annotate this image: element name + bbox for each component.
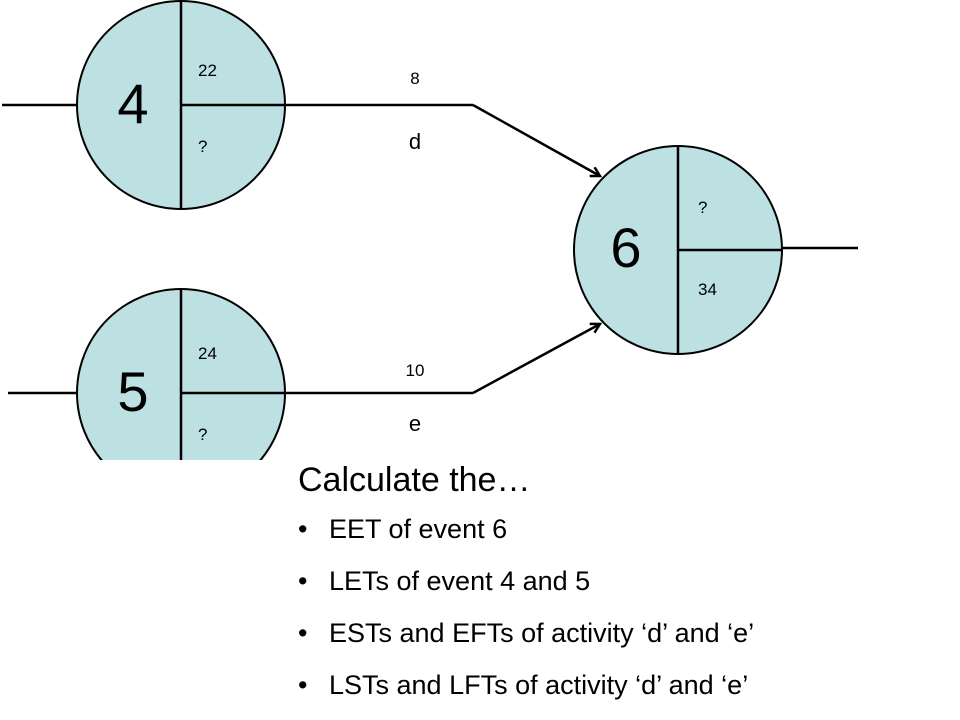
node-5-number: 5 (117, 360, 148, 423)
node-6-top-value: ? (698, 198, 707, 217)
task-item: • ESTs and EFTs of activity ‘d’ and ‘e’ (298, 617, 953, 649)
bullet-icon: • (298, 514, 308, 545)
node-4-bottom-value: ? (198, 137, 207, 156)
bullet-icon: • (298, 566, 308, 597)
task-item: • LETs of event 4 and 5 (298, 565, 953, 597)
task-item-text: LETs of event 4 and 5 (329, 566, 591, 597)
node-6-bottom-value: 34 (698, 280, 717, 299)
task-item-text: ESTs and EFTs of activity ‘d’ and ‘e’ (329, 618, 755, 649)
bullet-icon: • (298, 670, 308, 701)
task-item: • EET of event 6 (298, 513, 953, 545)
node-6: 6 ? 34 (573, 145, 783, 355)
activity-e-duration: 10 (406, 361, 425, 380)
node-5: 5 24 ? (76, 288, 286, 460)
node-4: 4 22 ? (76, 0, 286, 210)
task-section: Calculate the… • EET of event 6 • LETs o… (298, 461, 953, 720)
activity-e-arrow (472, 324, 600, 395)
node-6-number: 6 (610, 216, 641, 279)
network-diagram: 4 22 ? 5 24 ? 6 ? 34 8 d 10 e (2, 0, 858, 460)
task-heading: Calculate the… (298, 461, 531, 499)
activity-d-label: d (409, 129, 421, 154)
task-item: • LSTs and LFTs of activity ‘d’ and ‘e’ (298, 669, 953, 701)
bullet-icon: • (298, 618, 308, 649)
task-item-text: EET of event 6 (329, 514, 508, 545)
activity-d-arrow (472, 103, 600, 176)
activity-e-label: e (409, 411, 421, 436)
node-5-bottom-value: ? (198, 425, 207, 444)
node-4-top-value: 22 (198, 61, 217, 80)
task-item-text: LSTs and LFTs of activity ‘d’ and ‘e’ (329, 670, 749, 701)
node-4-number: 4 (117, 72, 148, 135)
task-list: • EET of event 6 • LETs of event 4 and 5… (298, 513, 953, 701)
node-5-top-value: 24 (198, 344, 217, 363)
activity-d-duration: 8 (410, 69, 419, 88)
